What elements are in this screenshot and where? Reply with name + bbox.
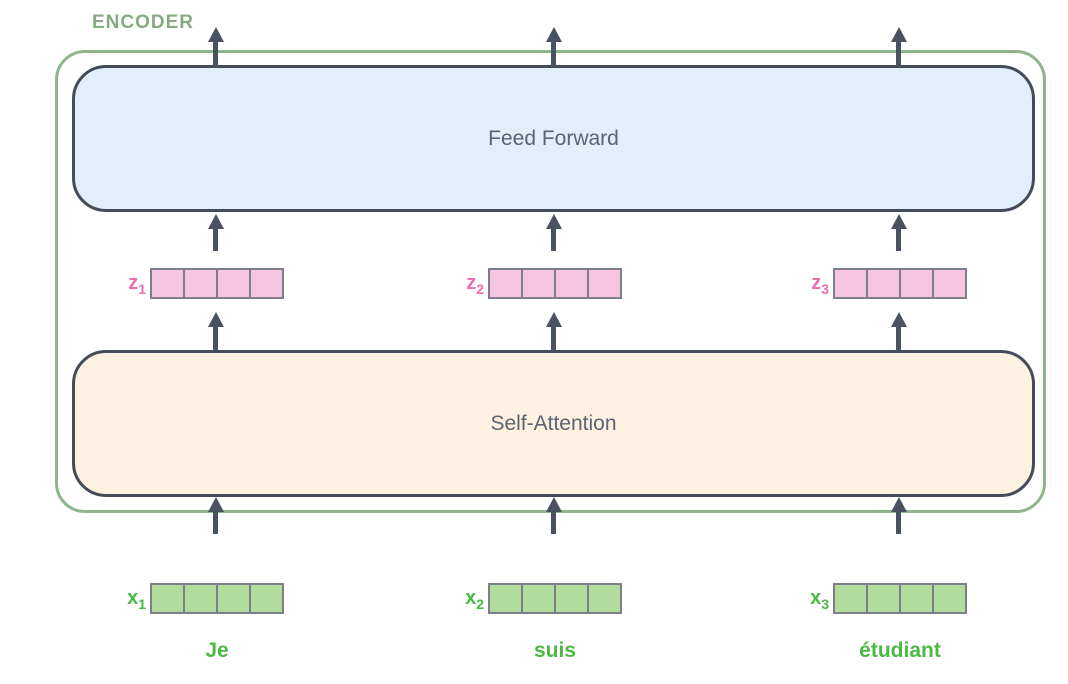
feed-forward-box: Feed Forward	[72, 65, 1035, 212]
input-word: Je	[205, 639, 229, 662]
up-arrow-icon	[890, 497, 907, 534]
x2-label-subscript: 2	[476, 596, 484, 612]
arrow-head	[545, 214, 562, 229]
arrow-shaft	[213, 227, 218, 251]
vector-cell	[185, 585, 218, 612]
arrow-head	[890, 27, 907, 42]
feed-forward-label: Feed Forward	[488, 126, 619, 150]
x1-label-subscript: 1	[138, 596, 146, 612]
z2-label-name: z	[466, 272, 477, 294]
vector-cell	[868, 270, 901, 297]
arrow-shaft	[896, 510, 901, 534]
vector-cell	[835, 585, 868, 612]
arrow-shaft	[551, 40, 556, 67]
arrow-head	[545, 27, 562, 42]
vector-cell	[523, 585, 556, 612]
x3-label: x3	[791, 583, 829, 614]
input-word: suis	[533, 639, 577, 662]
z1-vector: z1	[108, 268, 284, 299]
vector-cell	[934, 585, 965, 612]
z3-label: z3	[791, 268, 829, 299]
vector-cell	[218, 270, 251, 297]
x3-label-name: x	[810, 587, 822, 609]
encoder-title: ENCODER	[92, 12, 195, 33]
vector-cell	[251, 270, 282, 297]
up-arrow-icon	[545, 214, 562, 251]
arrow-shaft	[896, 40, 901, 67]
arrow-head	[890, 312, 907, 327]
z1-label-name: z	[128, 272, 139, 294]
x3-vector: x3	[791, 583, 967, 614]
arrow-shaft	[896, 325, 901, 351]
z3-label-name: z	[811, 272, 822, 294]
vector-cell	[589, 585, 620, 612]
arrow-head	[207, 27, 224, 42]
vector-cell	[490, 270, 523, 297]
x1-cells	[150, 583, 284, 614]
arrow-shaft	[213, 510, 218, 534]
x2-vector: x2	[446, 583, 622, 614]
vector-cell	[152, 270, 185, 297]
arrow-head	[207, 312, 224, 327]
vector-cell	[901, 270, 934, 297]
z2-vector: z2	[446, 268, 622, 299]
x1-label: x1	[108, 583, 146, 614]
arrow-shaft	[551, 325, 556, 351]
up-arrow-icon	[207, 312, 224, 351]
arrow-shaft	[896, 227, 901, 251]
z1-label-subscript: 1	[138, 281, 146, 297]
vector-cell	[835, 270, 868, 297]
z1-label: z1	[108, 268, 146, 299]
z3-vector: z3	[791, 268, 967, 299]
arrow-head	[890, 497, 907, 512]
arrow-head	[207, 214, 224, 229]
vector-cell	[218, 585, 251, 612]
vector-cell	[185, 270, 218, 297]
arrow-head	[890, 214, 907, 229]
z2-label: z2	[446, 268, 484, 299]
z1-cells	[150, 268, 284, 299]
vector-cell	[556, 270, 589, 297]
z3-cells	[833, 268, 967, 299]
x2-label-name: x	[465, 587, 477, 609]
up-arrow-icon	[545, 312, 562, 351]
vector-cell	[523, 270, 556, 297]
arrow-head	[207, 497, 224, 512]
up-arrow-icon	[207, 214, 224, 251]
x2-cells	[488, 583, 622, 614]
vector-cell	[589, 270, 620, 297]
z2-label-subscript: 2	[476, 281, 484, 297]
arrow-head	[545, 312, 562, 327]
up-arrow-icon	[545, 497, 562, 534]
arrow-shaft	[551, 227, 556, 251]
z3-label-subscript: 3	[821, 281, 829, 297]
up-arrow-icon	[890, 27, 907, 67]
self-attention-box: Self-Attention	[72, 350, 1035, 497]
up-arrow-icon	[207, 27, 224, 67]
vector-cell	[556, 585, 589, 612]
arrow-shaft	[213, 325, 218, 351]
arrow-shaft	[213, 40, 218, 67]
vector-cell	[934, 270, 965, 297]
input-word: étudiant	[859, 639, 941, 662]
up-arrow-icon	[545, 27, 562, 67]
vector-cell	[868, 585, 901, 612]
vector-cell	[152, 585, 185, 612]
x3-label-subscript: 3	[821, 596, 829, 612]
arrow-shaft	[551, 510, 556, 534]
up-arrow-icon	[890, 214, 907, 251]
x3-cells	[833, 583, 967, 614]
z2-cells	[488, 268, 622, 299]
up-arrow-icon	[890, 312, 907, 351]
arrow-head	[545, 497, 562, 512]
up-arrow-icon	[207, 497, 224, 534]
x2-label: x2	[446, 583, 484, 614]
vector-cell	[901, 585, 934, 612]
x1-vector: x1	[108, 583, 284, 614]
x1-label-name: x	[127, 587, 139, 609]
vector-cell	[251, 585, 282, 612]
self-attention-label: Self-Attention	[490, 411, 617, 435]
vector-cell	[490, 585, 523, 612]
